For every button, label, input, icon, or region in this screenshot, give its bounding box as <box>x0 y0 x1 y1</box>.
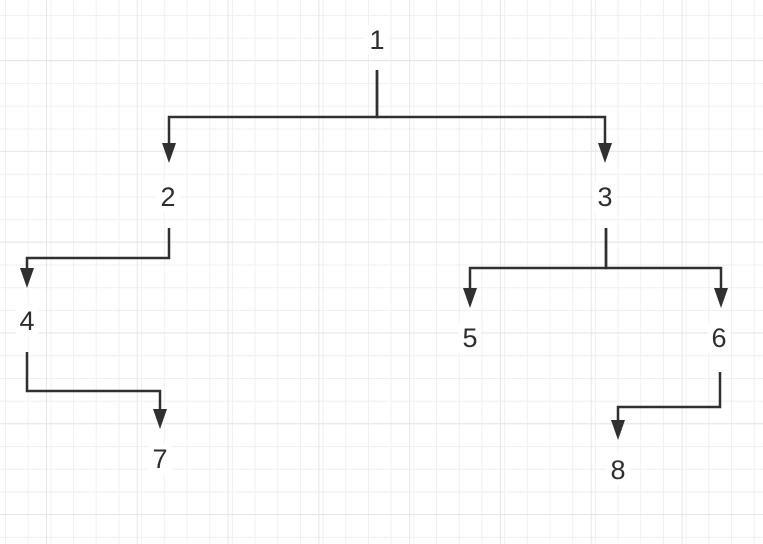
edge-3-6[interactable] <box>604 228 723 288</box>
node-label-8[interactable]: 8 <box>606 454 630 486</box>
node-label-4[interactable]: 4 <box>15 305 39 337</box>
arrowhead-icon <box>611 420 625 440</box>
arrowhead-icon <box>153 409 167 429</box>
arrowhead-icon <box>20 268 34 288</box>
edge-6-8[interactable] <box>616 372 722 420</box>
node-label-2[interactable]: 2 <box>156 181 180 213</box>
node-label-5[interactable]: 5 <box>458 322 482 354</box>
arrowhead-icon <box>162 143 176 163</box>
arrowhead-icon <box>714 288 728 308</box>
arrowhead-icon <box>598 143 612 163</box>
node-label-6[interactable]: 6 <box>707 322 731 354</box>
edge-2-4[interactable] <box>25 228 171 268</box>
node-label-7[interactable]: 7 <box>148 443 172 475</box>
edge-1-3[interactable] <box>375 70 607 143</box>
edge-4-7[interactable] <box>25 352 162 409</box>
arrowhead-icon <box>463 288 477 308</box>
node-label-1[interactable]: 1 <box>365 24 389 56</box>
node-label-3[interactable]: 3 <box>593 181 617 213</box>
